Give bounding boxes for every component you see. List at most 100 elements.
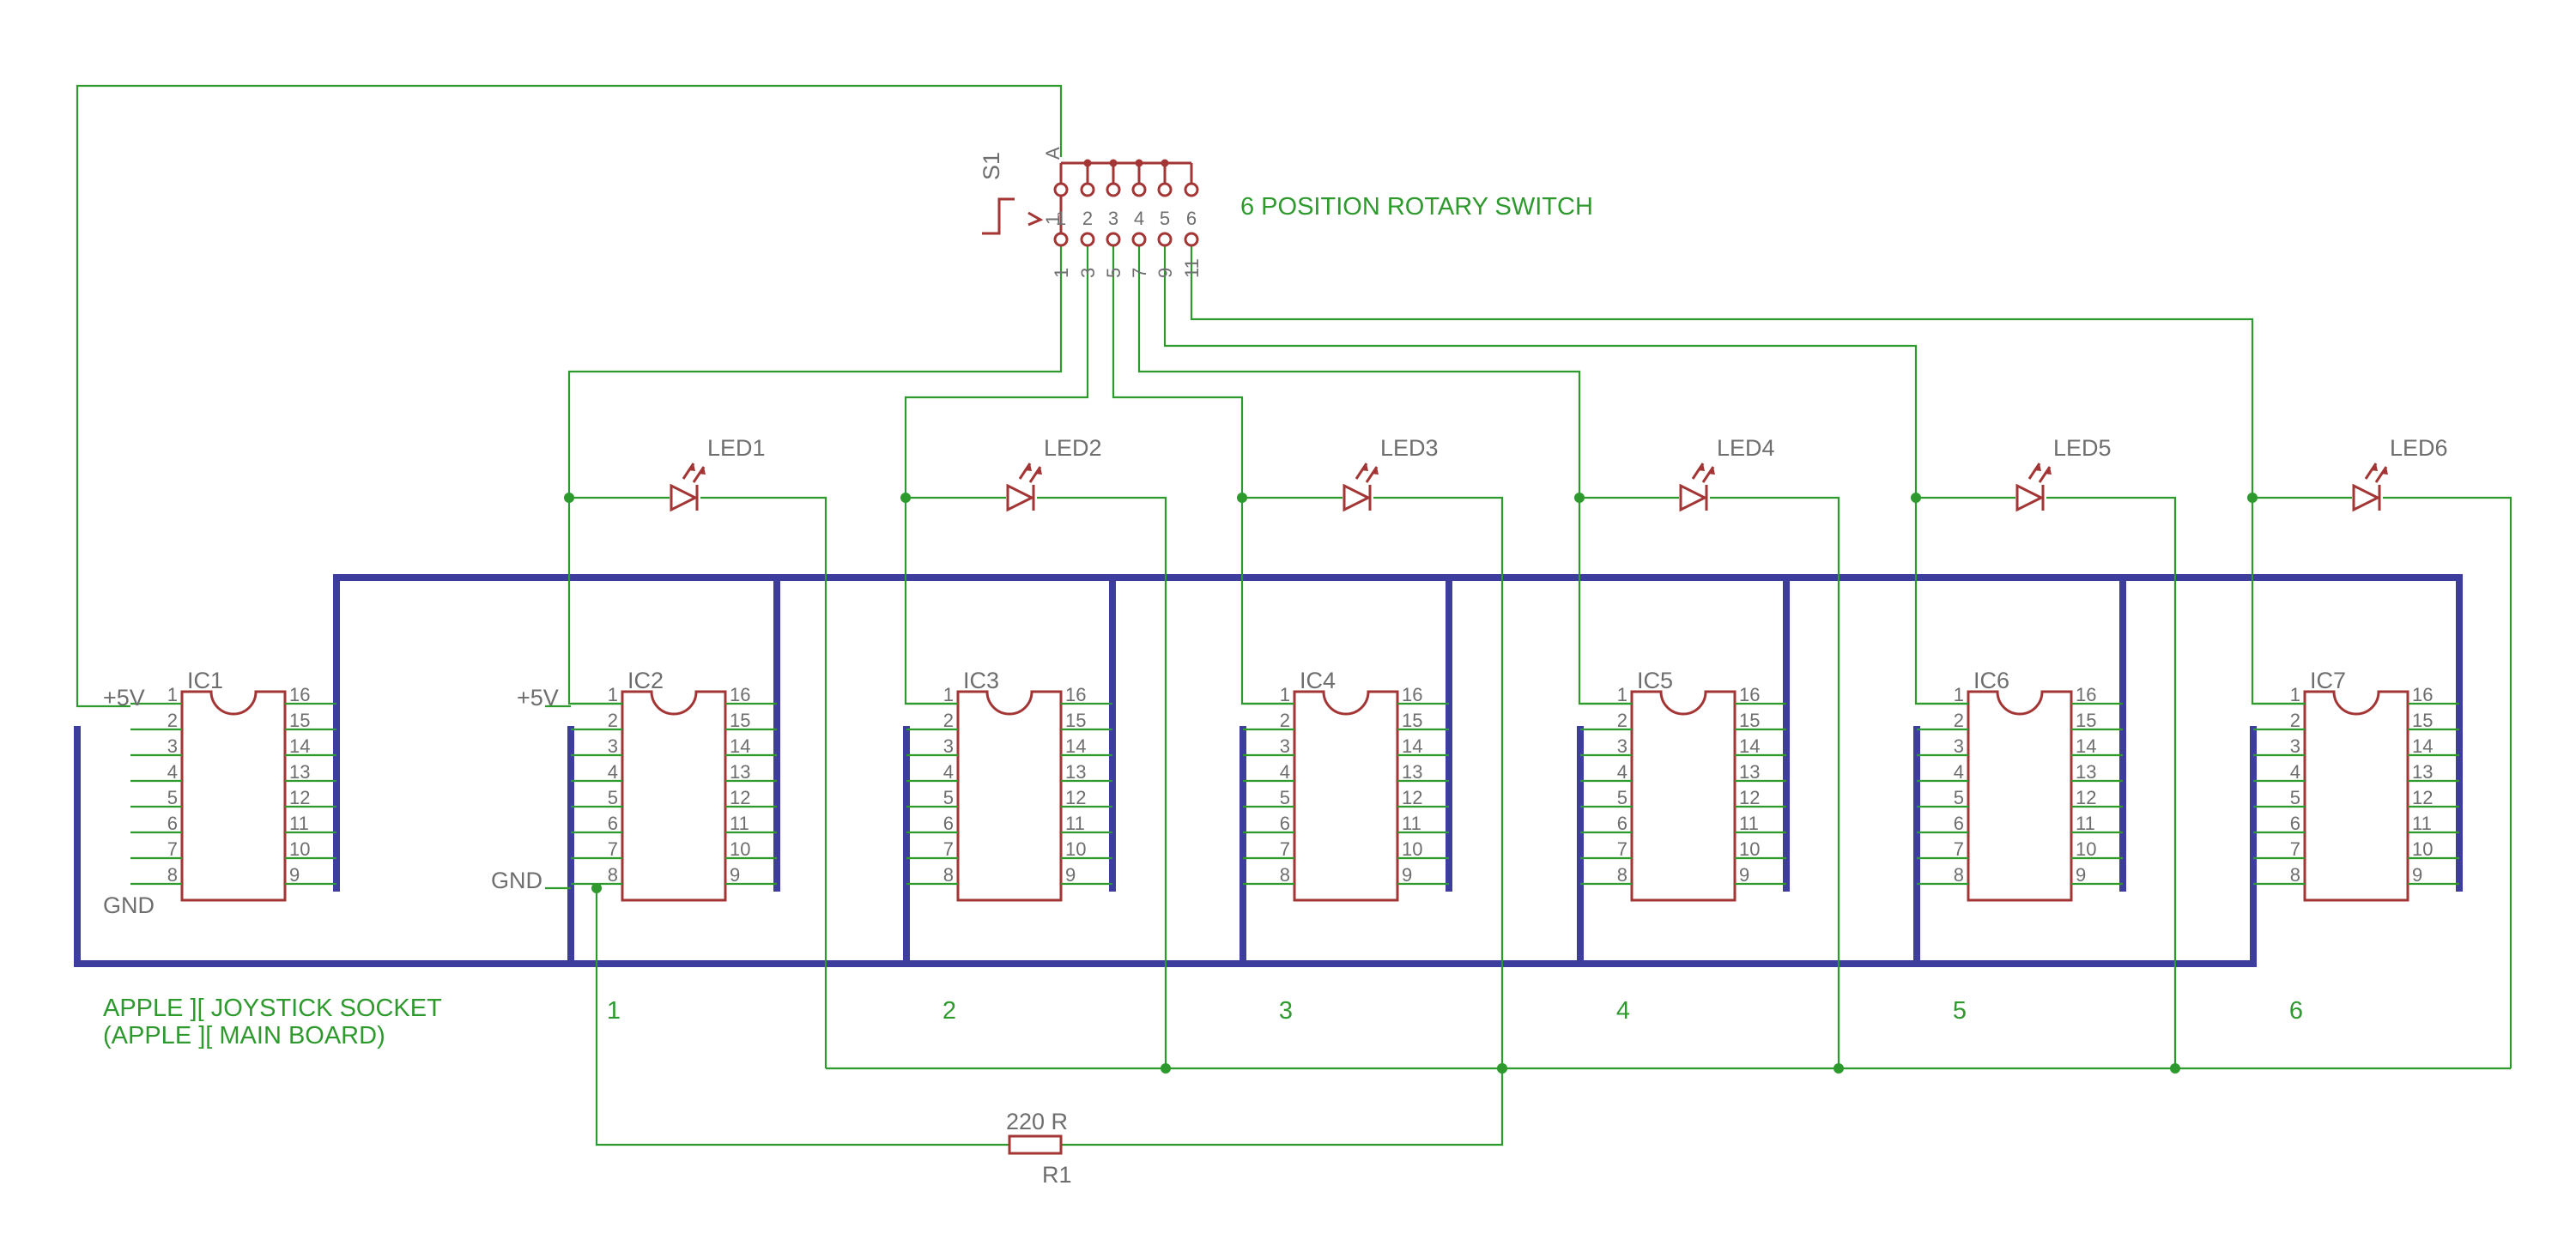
led-arrowhead [698, 467, 706, 475]
ic-pin-number: 3 [1617, 735, 1627, 757]
ic-body [2303, 690, 2409, 902]
ic-pin-number: 16 [2412, 684, 2433, 705]
ic-pin-number: 2 [943, 710, 954, 731]
ic-pin-number: 8 [608, 864, 618, 886]
ic-pin-number: 11 [2412, 813, 2432, 834]
ic-3 [906, 690, 1112, 902]
switch-position-number: 4 [1134, 208, 1144, 229]
led-triangle [1679, 483, 1708, 512]
switch-terminal [1184, 232, 1199, 247]
switch-common-pin: 1 [1042, 215, 1064, 225]
wire-switch-5 [1163, 245, 1918, 498]
ic-pin-number: 4 [1280, 761, 1290, 783]
ic-pin-number: 15 [1739, 710, 1760, 731]
ic-pin-number: 10 [1065, 838, 1086, 860]
switch-position-number: 1 [1056, 208, 1066, 229]
switch-contact [1157, 182, 1173, 197]
ic-pin-number: 15 [2412, 710, 2433, 731]
ic-pin-number: 7 [1617, 838, 1627, 860]
ic-pin-number: 11 [289, 813, 309, 834]
wire-led6-to-ic [2251, 498, 2305, 705]
switch-pin-number: 7 [1129, 268, 1150, 278]
ic-pin-number: 6 [943, 813, 954, 834]
ic-pin-number: 9 [730, 864, 740, 886]
ic-pin-number: 13 [1065, 761, 1086, 783]
ic-pin-number: 15 [1402, 710, 1422, 731]
ic-pin-number: 15 [289, 710, 310, 731]
wire-led4-return [1710, 496, 1840, 1068]
ic-pin-number: 9 [2076, 864, 2086, 886]
ic-name: IC2 [627, 668, 664, 693]
junction-dot [900, 493, 911, 503]
ic-pin-number: 14 [2076, 735, 2096, 757]
led-arrowhead [2380, 467, 2388, 475]
wire-led3-to-ic [1240, 498, 1294, 705]
wire-switch-3 [1112, 245, 1244, 498]
ic-1 [130, 690, 336, 902]
ic-pin-number: 8 [943, 864, 954, 886]
switch-common-label: A [1042, 147, 1064, 160]
switch-terminal [1131, 232, 1147, 247]
ic-body [621, 690, 727, 902]
ic-pin-number: 7 [608, 838, 618, 860]
ic-body [180, 690, 287, 902]
led-arrowhead [2044, 467, 2052, 475]
wire-led1-return [700, 496, 827, 1068]
led-name: LED3 [1380, 435, 1439, 461]
ic-pin-number: 13 [2412, 761, 2433, 783]
resistor-value: 220 R [1006, 1109, 1068, 1134]
junction-dot [1911, 493, 1921, 503]
ic-pin-number: 6 [1617, 813, 1627, 834]
led-arrowhead [1707, 467, 1715, 475]
switch-contact [1184, 182, 1199, 197]
ic-pin-number: 14 [1402, 735, 1422, 757]
led-1 [670, 463, 706, 512]
ic-pin-number: 2 [1954, 710, 1964, 731]
ic-pin-number: 7 [1954, 838, 1964, 860]
ic-pin-number: 12 [1739, 787, 1760, 808]
switch-pin-number: 9 [1155, 268, 1176, 278]
led-name: LED5 [2053, 435, 2112, 461]
ic-pin-number: 12 [289, 787, 310, 808]
ic-pin-number: 16 [730, 684, 750, 705]
ic-pin-number: 5 [167, 787, 178, 808]
ic-pin-number: 12 [2076, 787, 2096, 808]
socket-subtitle: (APPLE ][ MAIN BOARD) [103, 1022, 385, 1049]
switch-contact [1131, 182, 1147, 197]
switch-pin-number: 11 [1181, 258, 1203, 278]
ic-pin-number: 14 [1065, 735, 1086, 757]
led-name: LED2 [1044, 435, 1102, 461]
ic-pin-number: 13 [2076, 761, 2096, 783]
ic-pin-number: 1 [167, 684, 178, 705]
switch-knob-symbol [982, 197, 1015, 235]
ic-pin-number: 11 [1402, 813, 1421, 834]
ic-pin-number: 5 [608, 787, 618, 808]
switch-terminal [1106, 232, 1121, 247]
position-number: 4 [1616, 997, 1630, 1025]
components [130, 159, 2459, 1155]
ic-pin-number: 8 [2290, 864, 2300, 886]
wire-led5-to-ic [1914, 498, 1968, 705]
wire-led4-to-ic [1578, 498, 1632, 705]
ic-pin-number: 13 [730, 761, 750, 783]
ic-pin-number: 1 [1954, 684, 1964, 705]
ic-pin-number: 9 [1402, 864, 1412, 886]
ic-pin-number: 4 [608, 761, 618, 783]
ic-pin-number: 2 [2290, 710, 2300, 731]
ic-pin-number: 1 [1617, 684, 1627, 705]
ic-pin-number: 14 [730, 735, 750, 757]
wire-switch-1 [567, 245, 1063, 498]
switch-position-number: 6 [1186, 208, 1197, 229]
ic-pin-number: 3 [943, 735, 954, 757]
ic-pin-number: 10 [2412, 838, 2433, 860]
ic-name: IC3 [963, 668, 999, 693]
ic-6 [1917, 690, 2123, 902]
ic-pin-number: 7 [943, 838, 954, 860]
switch-pin-number: 1 [1051, 268, 1072, 278]
ic-pin-number: 6 [1280, 813, 1290, 834]
ic1-plus5v-label: +5V [103, 685, 145, 711]
ic-pin-number: 7 [1280, 838, 1290, 860]
switch-terminal [1080, 232, 1095, 247]
wire-led2-return [1037, 496, 1167, 1068]
ic-pin-number: 9 [1065, 864, 1076, 886]
